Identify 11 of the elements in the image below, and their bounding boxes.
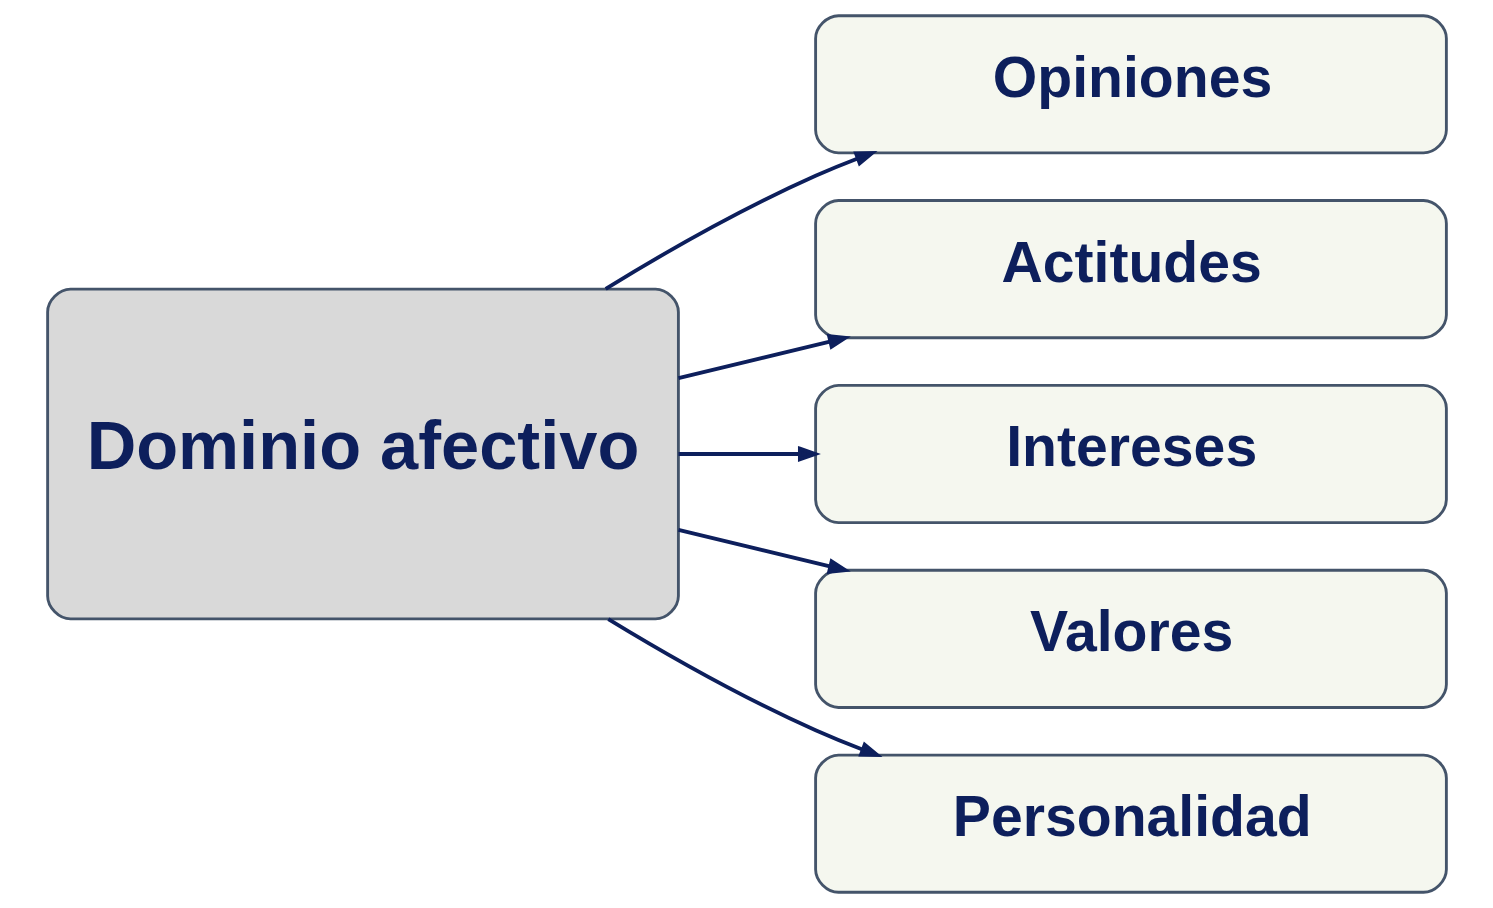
arrow xyxy=(606,617,883,758)
arrow xyxy=(677,528,851,574)
node-box: Opiniones xyxy=(813,14,1448,155)
arrow xyxy=(677,334,851,380)
node-box: Personalidad xyxy=(813,753,1448,894)
node-box: Dominio afectivo xyxy=(45,287,680,621)
arrow xyxy=(604,151,877,291)
node-box: Valores xyxy=(813,568,1448,709)
arrow xyxy=(678,445,821,463)
node-box: Actitudes xyxy=(813,199,1448,340)
node-box: Intereses xyxy=(813,383,1448,525)
